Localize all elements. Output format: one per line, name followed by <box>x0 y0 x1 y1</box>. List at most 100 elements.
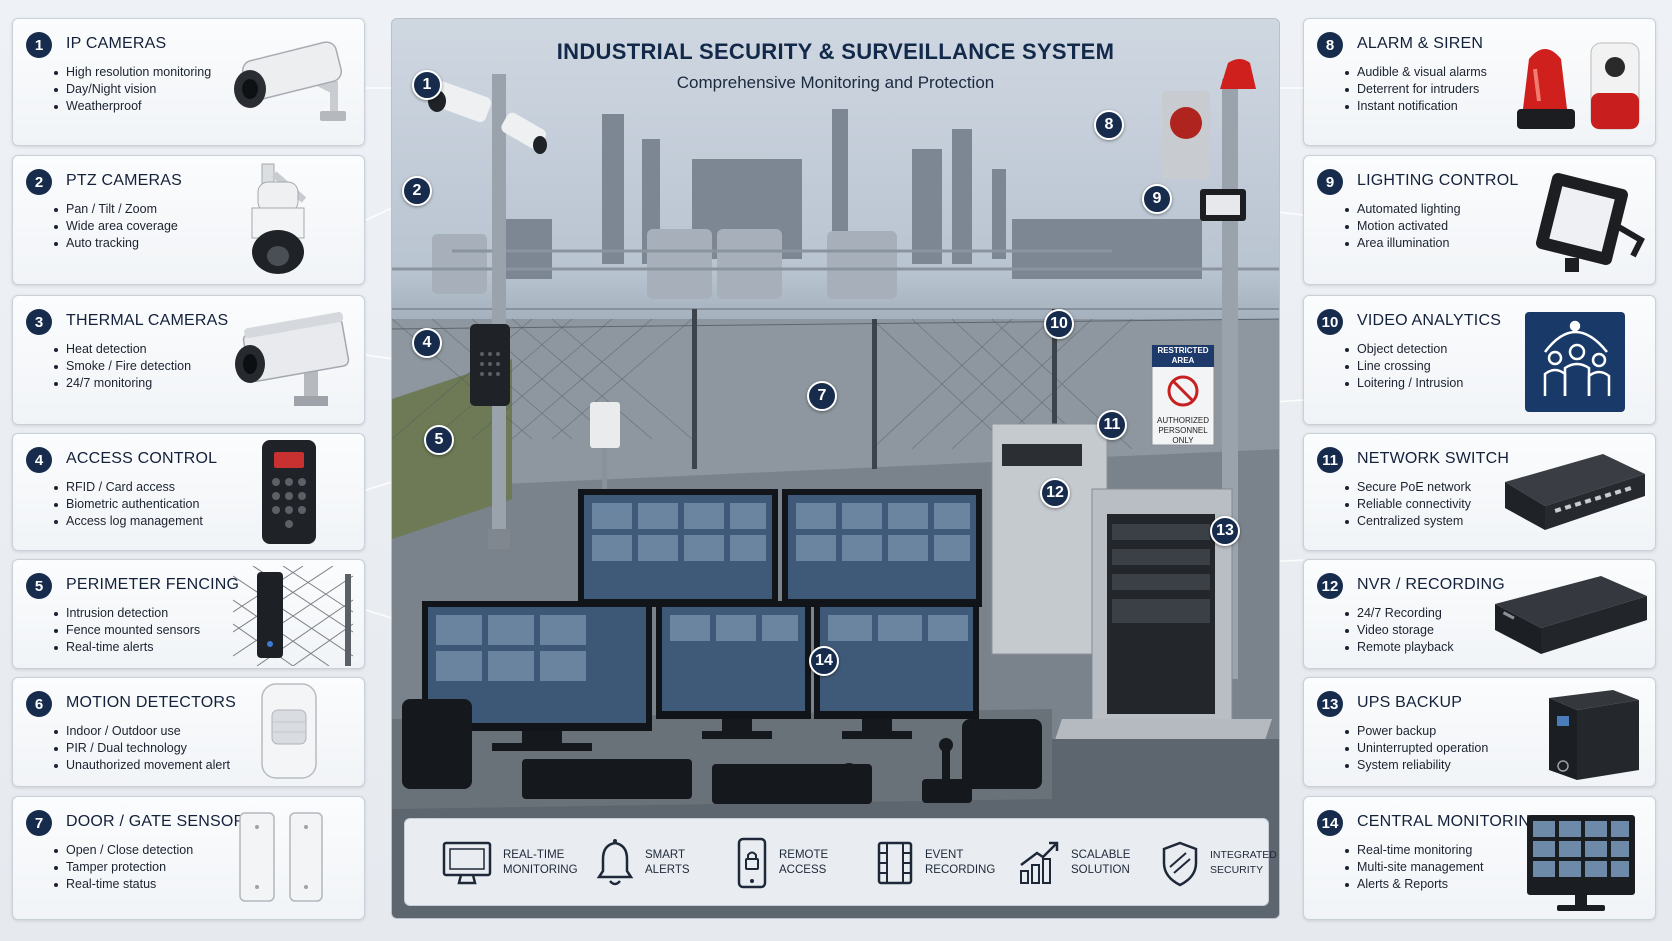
card-number: 3 <box>26 309 52 335</box>
monitor-icon <box>442 841 492 885</box>
card-number: 7 <box>26 810 52 836</box>
list-item: Fence mounted sensors <box>53 622 201 637</box>
marker-13: 13 <box>1210 516 1240 546</box>
list-item: Real-time alerts <box>53 639 200 656</box>
card-ip-cameras: 1 IP CAMERAS High resolution monitoring … <box>12 18 365 146</box>
fence-sensor-icon <box>233 566 354 666</box>
card-title: PTZ CAMERAS <box>66 172 182 189</box>
marker-9: 9 <box>1142 184 1172 214</box>
feature-label-line: ACCESS <box>779 864 827 876</box>
list-item: Weatherproof <box>53 98 211 115</box>
marker-12: 12 <box>1040 478 1070 508</box>
list-item: Deterrent for intruders <box>1345 81 1487 98</box>
list-item: Object detection <box>1344 341 1463 358</box>
ups-icon <box>1549 690 1639 780</box>
card-feature-list: Object detection Line crossing Loitering… <box>1344 341 1464 391</box>
keypad-reader-icon <box>262 440 316 544</box>
feature-remote-access: REMOTE ACCESS <box>735 835 859 891</box>
list-item: Remote playback <box>1345 639 1454 654</box>
feature-label-line: REMOTE <box>779 849 829 861</box>
card-number: 2 <box>26 169 52 195</box>
list-item: Real-time monitoring <box>1344 842 1483 859</box>
card-nvr-recording: 12 NVR / RECORDING 24/7 Recording Video … <box>1303 559 1656 669</box>
feature-scalable-solution: SCALABLE SOLUTION <box>1017 835 1151 891</box>
card-video-analytics: 10 VIDEO ANALYTICS Object detection Line… <box>1303 295 1656 425</box>
list-item: Line crossing <box>1344 358 1463 375</box>
page-subtitle: Comprehensive Monitoring and Protection <box>676 73 995 92</box>
card-feature-list: Power backup Uninterrupted operation Sys… <box>1344 723 1488 774</box>
list-item: Power backup <box>1344 723 1488 740</box>
feature-label: SCALABLE SOLUTION <box>1071 848 1151 878</box>
card-feature-list: Heat detection Smoke / Fire detection 24… <box>53 341 191 392</box>
card-number: 9 <box>1317 169 1343 195</box>
card-perimeter-fencing: 5 PERIMETER FENCING Intrusion detection … <box>12 559 365 669</box>
card-feature-list: RFID / Card access Biometric authenticat… <box>54 479 203 529</box>
card-title: DOOR / GATE SENSORS <box>66 813 257 830</box>
page-title: INDUSTRIAL SECURITY & SURVEILLANCE SYSTE… <box>556 39 1115 64</box>
feature-label-line: MONITORING <box>503 864 578 876</box>
card-thermal-cameras: 3 THERMAL CAMERAS Heat detection Smoke /… <box>12 295 365 425</box>
floodlight-icon <box>1535 172 1645 272</box>
motion-detector-icon <box>261 683 317 779</box>
network-switch-icon <box>1505 454 1645 530</box>
sign-line: AUTHORIZED <box>1157 416 1209 425</box>
sign-line: RESTRICTED <box>1157 346 1209 355</box>
list-item: Loitering / Intrusion <box>1344 375 1464 390</box>
marker-5: 5 <box>424 425 454 455</box>
card-title: NETWORK SWITCH <box>1357 450 1510 467</box>
feature-integrated-security: INTEGRATED SECURITY <box>1160 835 1279 891</box>
card-number: 14 <box>1317 810 1343 836</box>
card-access-control: 4 ACCESS CONTROL RFID / Card access Biom… <box>12 433 365 551</box>
sign-line: PERSONNEL <box>1158 426 1208 435</box>
feature-label-line: SMART <box>645 849 686 861</box>
list-item: Alerts & Reports <box>1344 876 1483 893</box>
list-item: System reliability <box>1344 757 1488 774</box>
feature-label-line: RECORDING <box>925 864 996 876</box>
card-motion-detectors: 6 MOTION DETECTORS Indoor / Outdoor use … <box>12 677 365 787</box>
feature-label: EVENT RECORDING <box>925 848 1005 878</box>
growth-chart-icon <box>1020 841 1059 884</box>
marker-7: 7 <box>807 381 837 411</box>
feature-label-line: SCALABLE <box>1071 849 1131 861</box>
card-number: 12 <box>1317 573 1343 599</box>
card-network-switch: 11 NETWORK SWITCH Secure PoE network Rel… <box>1303 433 1656 551</box>
card-title: VIDEO ANALYTICS <box>1357 312 1502 329</box>
marker-10: 10 <box>1044 309 1074 339</box>
siren-icon <box>1517 42 1640 130</box>
card-title: ALARM & SIREN <box>1357 35 1484 52</box>
door-sensor-icon <box>239 812 323 902</box>
bullet-camera-icon <box>234 41 346 121</box>
card-feature-list: Indoor / Outdoor use PIR / Dual technolo… <box>54 723 230 773</box>
card-number: 11 <box>1317 447 1343 473</box>
card-feature-list: High resolution monitoring Day/Night vis… <box>53 64 211 115</box>
surveillance-scene: INDUSTRIAL SECURITY & SURVEILLANCE SYSTE… <box>391 18 1280 919</box>
sign-line: AREA <box>1171 356 1195 365</box>
card-number: 13 <box>1317 691 1343 717</box>
card-title: THERMAL CAMERAS <box>66 312 229 329</box>
card-lighting-control: 9 LIGHTING CONTROL Automated lighting Mo… <box>1303 155 1656 285</box>
card-number: 10 <box>1317 309 1343 335</box>
list-item: Biometric authentication <box>54 496 203 513</box>
card-title: CENTRAL MONITORING <box>1357 813 1543 830</box>
restricted-area-sign: RESTRICTED AREA AUTHORIZED PERSONNEL ONL… <box>1152 346 1214 446</box>
card-number: 6 <box>26 691 52 717</box>
card-feature-list: Secure PoE network Reliable connectivity… <box>1345 479 1471 530</box>
list-item: Instant notification <box>1345 98 1487 115</box>
list-item: Reliable connectivity <box>1345 496 1471 511</box>
list-item: Wide area coverage <box>54 218 178 233</box>
ptz-camera-icon <box>251 163 307 274</box>
card-title: PERIMETER FENCING <box>66 576 240 593</box>
card-feature-list: Audible & visual alarms Deterrent for in… <box>1345 64 1487 115</box>
list-item: Video storage <box>1345 622 1454 639</box>
card-number: 8 <box>1317 32 1343 58</box>
marker-8: 8 <box>1094 110 1124 140</box>
list-item: Open / Close detection <box>53 843 194 857</box>
list-item: Centralized system <box>1345 513 1471 530</box>
card-feature-list: Intrusion detection Fence mounted sensor… <box>53 605 201 656</box>
list-item: 24/7 monitoring <box>53 375 191 392</box>
smartphone-lock-icon <box>737 837 767 889</box>
card-number: 1 <box>26 32 52 58</box>
feature-label: REAL-TIME MONITORING <box>503 848 583 878</box>
marker-4: 4 <box>412 328 442 358</box>
list-item: 24/7 Recording <box>1345 605 1454 622</box>
